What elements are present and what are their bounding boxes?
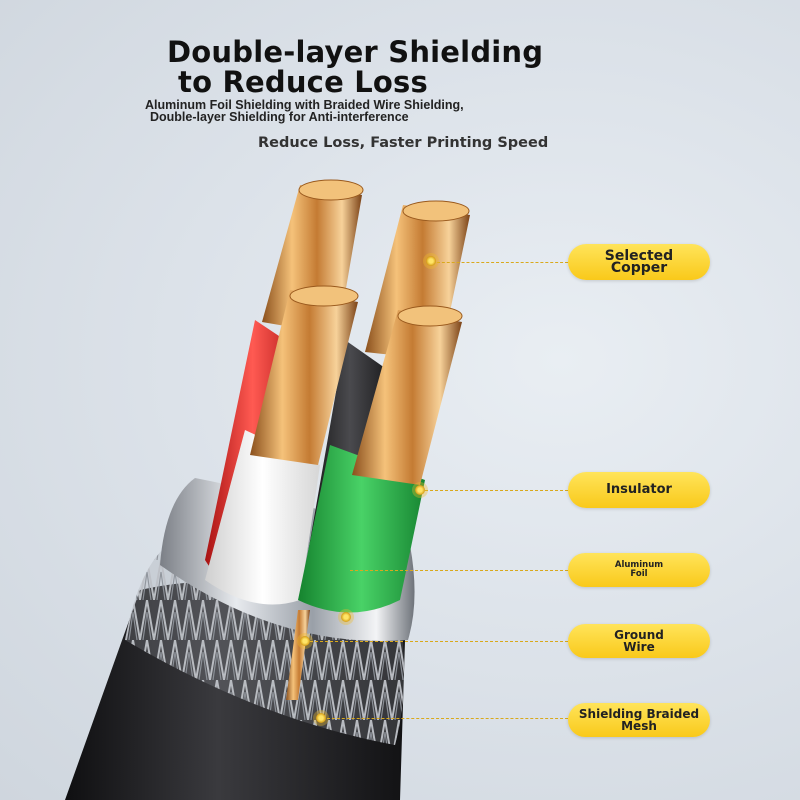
callout-aluminum-foil: Aluminum Foil [568,553,710,587]
callout-shielding-mesh: Shielding Braided Mesh [568,703,710,737]
marker-dot-copper [426,256,436,266]
callout-label: Mesh [621,719,657,733]
subheadline-line1: Aluminum Foil Shielding with Braided Wir… [145,98,464,112]
headline-line2: to Reduce Loss [178,65,428,99]
callout-label: Wire [623,640,655,654]
callout-label: Aluminum [614,560,664,570]
marker-dot-ground [300,636,310,646]
subheadline-line2: Double-layer Shielding for Anti-interfer… [150,110,409,124]
callout-insulator: Insulator [568,472,710,508]
ground-wire [286,610,310,700]
callout-ground-wire: Ground Wire [568,624,710,658]
marker-dot-foil [341,612,351,622]
callout-label: Copper [610,260,668,276]
callout-label: Selected [604,248,674,264]
callout-label: Insulator [606,482,672,497]
callout-label: Shielding Braided [578,707,700,721]
marker-dot-insulator [415,485,425,495]
callout-label: Ground [614,628,664,642]
tagline: Reduce Loss, Faster Printing Speed [258,135,549,151]
leader-line-copper [432,262,568,263]
copper-strand-green [352,310,462,485]
leader-line-foil [350,570,568,571]
headline-line1: Double-layer Shielding [167,35,544,69]
wire-white [205,430,320,605]
leader-line-ground [305,641,568,642]
callout-selected-copper: Selected Copper [568,244,710,280]
leader-line-insulator [420,490,568,491]
callout-label: Foil [630,569,648,579]
copper-strand-white [250,290,358,465]
marker-dot-mesh [316,713,326,723]
leader-line-mesh [322,718,568,719]
